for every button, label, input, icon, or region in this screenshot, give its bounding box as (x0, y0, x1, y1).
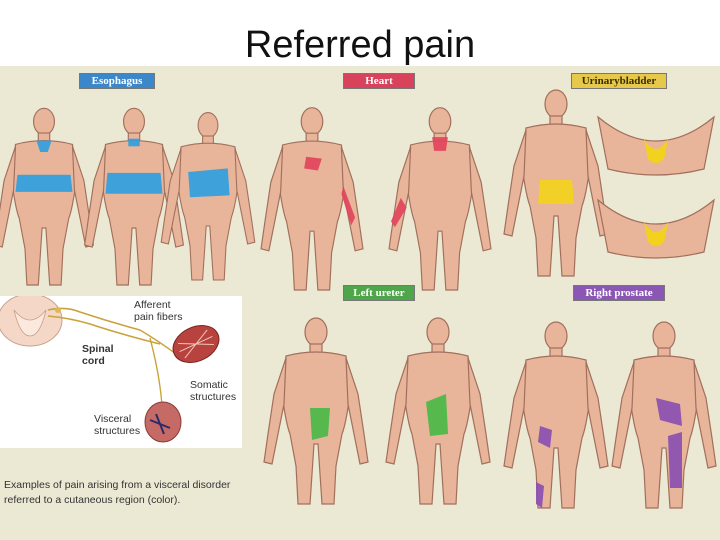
figure-ureter-front (263, 317, 369, 505)
figure-prostate-front-referred-area-1 (536, 482, 544, 508)
figure-esophagus-side-referred-area-0 (188, 168, 230, 198)
figure-ureter-back (385, 317, 491, 505)
figure-bladder-legs-referred-area-0 (538, 180, 574, 204)
figure-esophagus-side (160, 112, 256, 281)
figure-heart-back-referred-area-0 (432, 137, 448, 151)
figure-esophagus-front (0, 107, 94, 286)
figure-bladder-legs (503, 89, 609, 277)
slide-title: Referred pain (244, 24, 476, 66)
figure-esophagus-front-referred-area-1 (15, 174, 73, 192)
label-left-ureter: Left ureter (343, 285, 415, 301)
figure-ureter-back-referred-area-0 (426, 394, 448, 436)
figure-heart-back-referred-area-1 (391, 197, 407, 228)
figure-heart-front-referred-area-0 (304, 156, 322, 171)
figure-prostate-back-referred-area-0 (656, 398, 682, 426)
figure-heart-front (260, 107, 364, 291)
figure-heart-front-referred-area-1 (341, 186, 356, 226)
figure-esophagus-back (84, 107, 184, 286)
label-esophagus: Esophagus (79, 73, 155, 89)
figure-caption: Examples of pain arising from a visceral… (4, 479, 231, 506)
figure-esophagus-back-referred-area-1 (105, 172, 163, 194)
figure-bladder-pelvis-bottom (597, 198, 715, 259)
figure-prostate-back-referred-area-1 (668, 432, 682, 488)
figure-prostate-front-referred-area-0 (538, 426, 552, 448)
figure-bladder-pelvis-top (597, 115, 715, 176)
label-heart: Heart (343, 73, 415, 89)
figure-prostate-front (503, 321, 609, 509)
label-right-prostate: Right prostate (573, 285, 665, 301)
label-urinary-bladder: Urinarybladder (571, 73, 667, 89)
figure-prostate-back (611, 321, 717, 509)
figure-esophagus-front-referred-area-0 (36, 140, 52, 152)
figure-ureter-front-referred-area-0 (310, 408, 330, 440)
figure-heart-back (388, 107, 492, 291)
figure-esophagus-back-referred-area-0 (128, 138, 140, 147)
